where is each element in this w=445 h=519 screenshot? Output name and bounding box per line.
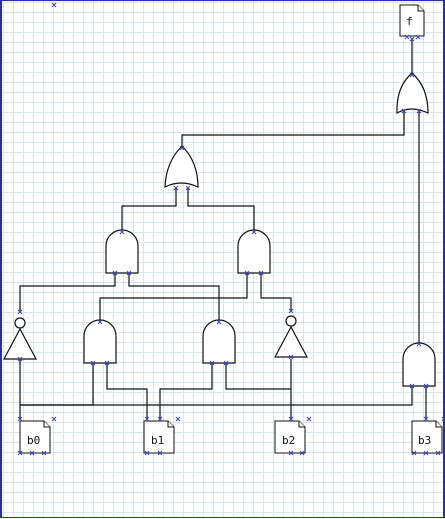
and-gate-upper-left[interactable] bbox=[105, 229, 139, 274]
and-gate-b3[interactable] bbox=[402, 342, 436, 387]
input-label-b1: b1 bbox=[151, 434, 164, 447]
wire-or-mid-to-or-out bbox=[181, 111, 405, 148]
wire-b1-to-and-left bbox=[106, 363, 148, 419]
wire-not-b2-to-and-upper-right bbox=[260, 273, 292, 312]
port-marker bbox=[185, 185, 191, 191]
or-gate-out[interactable] bbox=[396, 72, 429, 115]
port-marker bbox=[41, 450, 47, 456]
port-marker bbox=[288, 308, 294, 314]
wire-and-left-to-and-upper-right bbox=[99, 273, 248, 321]
port-marker bbox=[17, 450, 23, 456]
port-marker bbox=[17, 309, 23, 315]
port-marker bbox=[90, 360, 96, 366]
port-marker bbox=[404, 34, 410, 40]
port-marker bbox=[409, 36, 415, 42]
port-marker bbox=[126, 270, 132, 276]
port-marker bbox=[157, 416, 163, 422]
not-gate-b0[interactable] bbox=[3, 317, 37, 360]
port-marker bbox=[223, 360, 229, 366]
port-marker bbox=[209, 360, 215, 366]
wire-b0-to-and-b3 bbox=[20, 386, 413, 406]
output-label-f: f bbox=[406, 15, 413, 28]
input-pin-b3[interactable]: b3 bbox=[411, 420, 443, 454]
wire-b1-to-and-mid bbox=[159, 363, 213, 419]
port-marker bbox=[17, 356, 23, 362]
port-marker bbox=[144, 450, 150, 456]
port-marker bbox=[157, 450, 163, 456]
wire-and-upper-left-to-or-mid bbox=[121, 188, 177, 231]
port-marker bbox=[112, 270, 118, 276]
port-marker bbox=[288, 450, 294, 456]
not-gate-b2[interactable] bbox=[274, 315, 308, 358]
port-marker bbox=[401, 108, 407, 114]
input-pin-b0[interactable]: b0 bbox=[19, 420, 51, 454]
port-marker bbox=[409, 383, 415, 389]
port-marker bbox=[306, 416, 312, 422]
port-marker bbox=[416, 341, 422, 347]
port-marker bbox=[144, 416, 150, 422]
port-marker bbox=[104, 360, 110, 366]
port-marker bbox=[51, 2, 57, 8]
port-marker bbox=[173, 185, 179, 191]
port-marker bbox=[288, 416, 294, 422]
port-marker bbox=[299, 450, 305, 456]
wire-and-upper-right-to-or-mid bbox=[187, 188, 255, 231]
port-marker bbox=[288, 354, 294, 360]
port-marker bbox=[423, 450, 429, 456]
port-marker bbox=[175, 416, 181, 422]
port-marker bbox=[244, 270, 250, 276]
port-marker bbox=[411, 450, 417, 456]
input-label-b2: b2 bbox=[282, 434, 295, 447]
input-label-b0: b0 bbox=[27, 434, 40, 447]
port-marker bbox=[415, 34, 421, 40]
port-marker bbox=[29, 450, 35, 456]
input-label-b3: b3 bbox=[418, 434, 431, 447]
port-markers bbox=[17, 2, 445, 456]
wire-b0-to-and-left bbox=[20, 363, 94, 406]
and-gate-upper-right[interactable] bbox=[237, 229, 271, 274]
port-marker bbox=[179, 145, 185, 151]
and-gate-mid[interactable] bbox=[202, 319, 236, 364]
port-marker bbox=[409, 72, 415, 78]
wire-not-b0-to-and-upper-left bbox=[19, 273, 116, 312]
port-marker bbox=[416, 108, 422, 114]
port-marker bbox=[97, 319, 103, 325]
port-marker bbox=[119, 229, 125, 235]
port-marker bbox=[251, 229, 257, 235]
port-marker bbox=[51, 416, 57, 422]
and-gate-left[interactable] bbox=[83, 319, 117, 364]
or-gate-mid[interactable] bbox=[164, 145, 199, 188]
port-marker bbox=[441, 416, 445, 422]
input-pin-b2[interactable]: b2 bbox=[274, 420, 306, 454]
port-marker bbox=[435, 450, 441, 456]
port-marker bbox=[423, 416, 429, 422]
input-pin-b1[interactable]: b1 bbox=[143, 420, 175, 454]
port-marker bbox=[17, 416, 23, 422]
wire-b2-to-and-mid bbox=[225, 363, 291, 390]
output-pin-f[interactable]: f bbox=[399, 4, 425, 37]
wires bbox=[19, 39, 427, 419]
port-marker bbox=[258, 270, 264, 276]
port-marker bbox=[423, 383, 429, 389]
port-marker bbox=[216, 319, 222, 325]
wire-and-mid-to-and-upper-left bbox=[128, 273, 220, 321]
